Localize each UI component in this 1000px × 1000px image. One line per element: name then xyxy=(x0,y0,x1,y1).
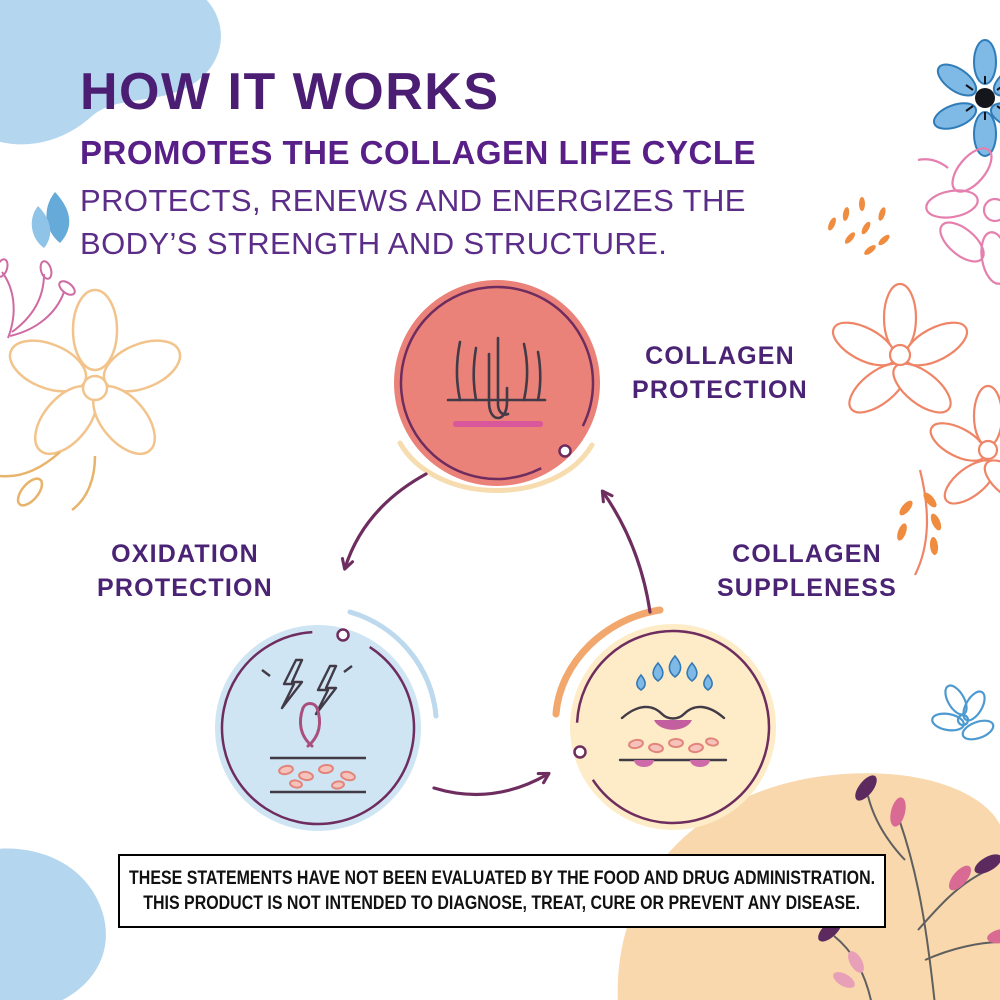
node-label-line: PROTECTION xyxy=(97,573,273,602)
ring-end-dot-oxidation-protection xyxy=(336,628,350,642)
fda-disclaimer-box: THESE STATEMENTS HAVE NOT BEEN EVALUATED… xyxy=(118,854,886,928)
decor-berry-branch-icon xyxy=(818,775,1000,1000)
decor-cream-flower-left-icon xyxy=(0,288,182,511)
decor-seed-spray-right-icon xyxy=(828,197,890,255)
node-label-line: OXIDATION xyxy=(111,540,259,568)
decor-blob-bottom-left-shape xyxy=(0,848,106,1000)
fda-disclaimer-line2: THIS PRODUCT IS NOT INTENDED TO DIAGNOSE… xyxy=(143,892,861,914)
node-label-oxidation-protection: OXIDATION PROTECTION xyxy=(60,538,310,605)
free-radical-skin-icon xyxy=(261,658,366,794)
hydration-drops-skin-icon xyxy=(618,654,728,767)
cycle-arrow-protection-to-oxidation xyxy=(340,472,428,571)
hair-follicle-skin-icon xyxy=(446,336,547,427)
fda-disclaimer-line1: THESE STATEMENTS HAVE NOT BEEN EVALUATED… xyxy=(129,867,875,889)
decor-pink-flower-top-right-icon xyxy=(917,147,1000,285)
node-outer-arc-oxidation-protection xyxy=(347,609,439,719)
page-description-line1: PROTECTS, RENEWS AND ENERGIZES THE xyxy=(80,183,746,218)
page-title: HOW IT WORKS xyxy=(80,63,500,121)
decor-blob-top-left-shape xyxy=(0,0,221,145)
node-label-collagen-suppleness: COLLAGEN SUPPLENESS xyxy=(682,538,932,605)
page-subtitle: PROMOTES THE COLLAGEN LIFE CYCLE xyxy=(80,134,757,171)
node-outer-arc-collagen-suppleness xyxy=(552,606,664,718)
node-label-line: COLLAGEN xyxy=(645,342,795,370)
node-label-line: COLLAGEN xyxy=(732,540,882,568)
page-description-line2: BODY’S STRENGTH AND STRUCTURE. xyxy=(80,225,668,261)
decor-blue-flower-top-right-icon xyxy=(932,39,1000,157)
decor-petals-left-icon xyxy=(31,192,70,248)
node-label-line: SUPPLENESS xyxy=(716,573,898,602)
cycle-arrow-suppleness-to-protection xyxy=(600,489,652,614)
node-label-collagen-protection: COLLAGEN PROTECTION xyxy=(604,340,836,407)
node-label-line: PROTECTION xyxy=(632,375,808,404)
cycle-arrow-oxidation-to-suppleness xyxy=(432,771,551,797)
ring-end-dot-collagen-protection xyxy=(558,444,572,458)
node-outer-arc-collagen-protection xyxy=(397,440,595,493)
decor-peach-flowers-right-icon xyxy=(831,282,1000,576)
decor-pink-flower-left-icon xyxy=(0,258,76,339)
ring-end-dot-collagen-suppleness xyxy=(573,745,587,759)
cycle-diagram xyxy=(215,280,776,831)
node-inner-rings xyxy=(220,285,771,826)
decor-blue-flower-right-icon xyxy=(931,684,995,741)
page-description: PROTECTS, RENEWS AND ENERGIZES THE BODY’… xyxy=(80,180,746,266)
